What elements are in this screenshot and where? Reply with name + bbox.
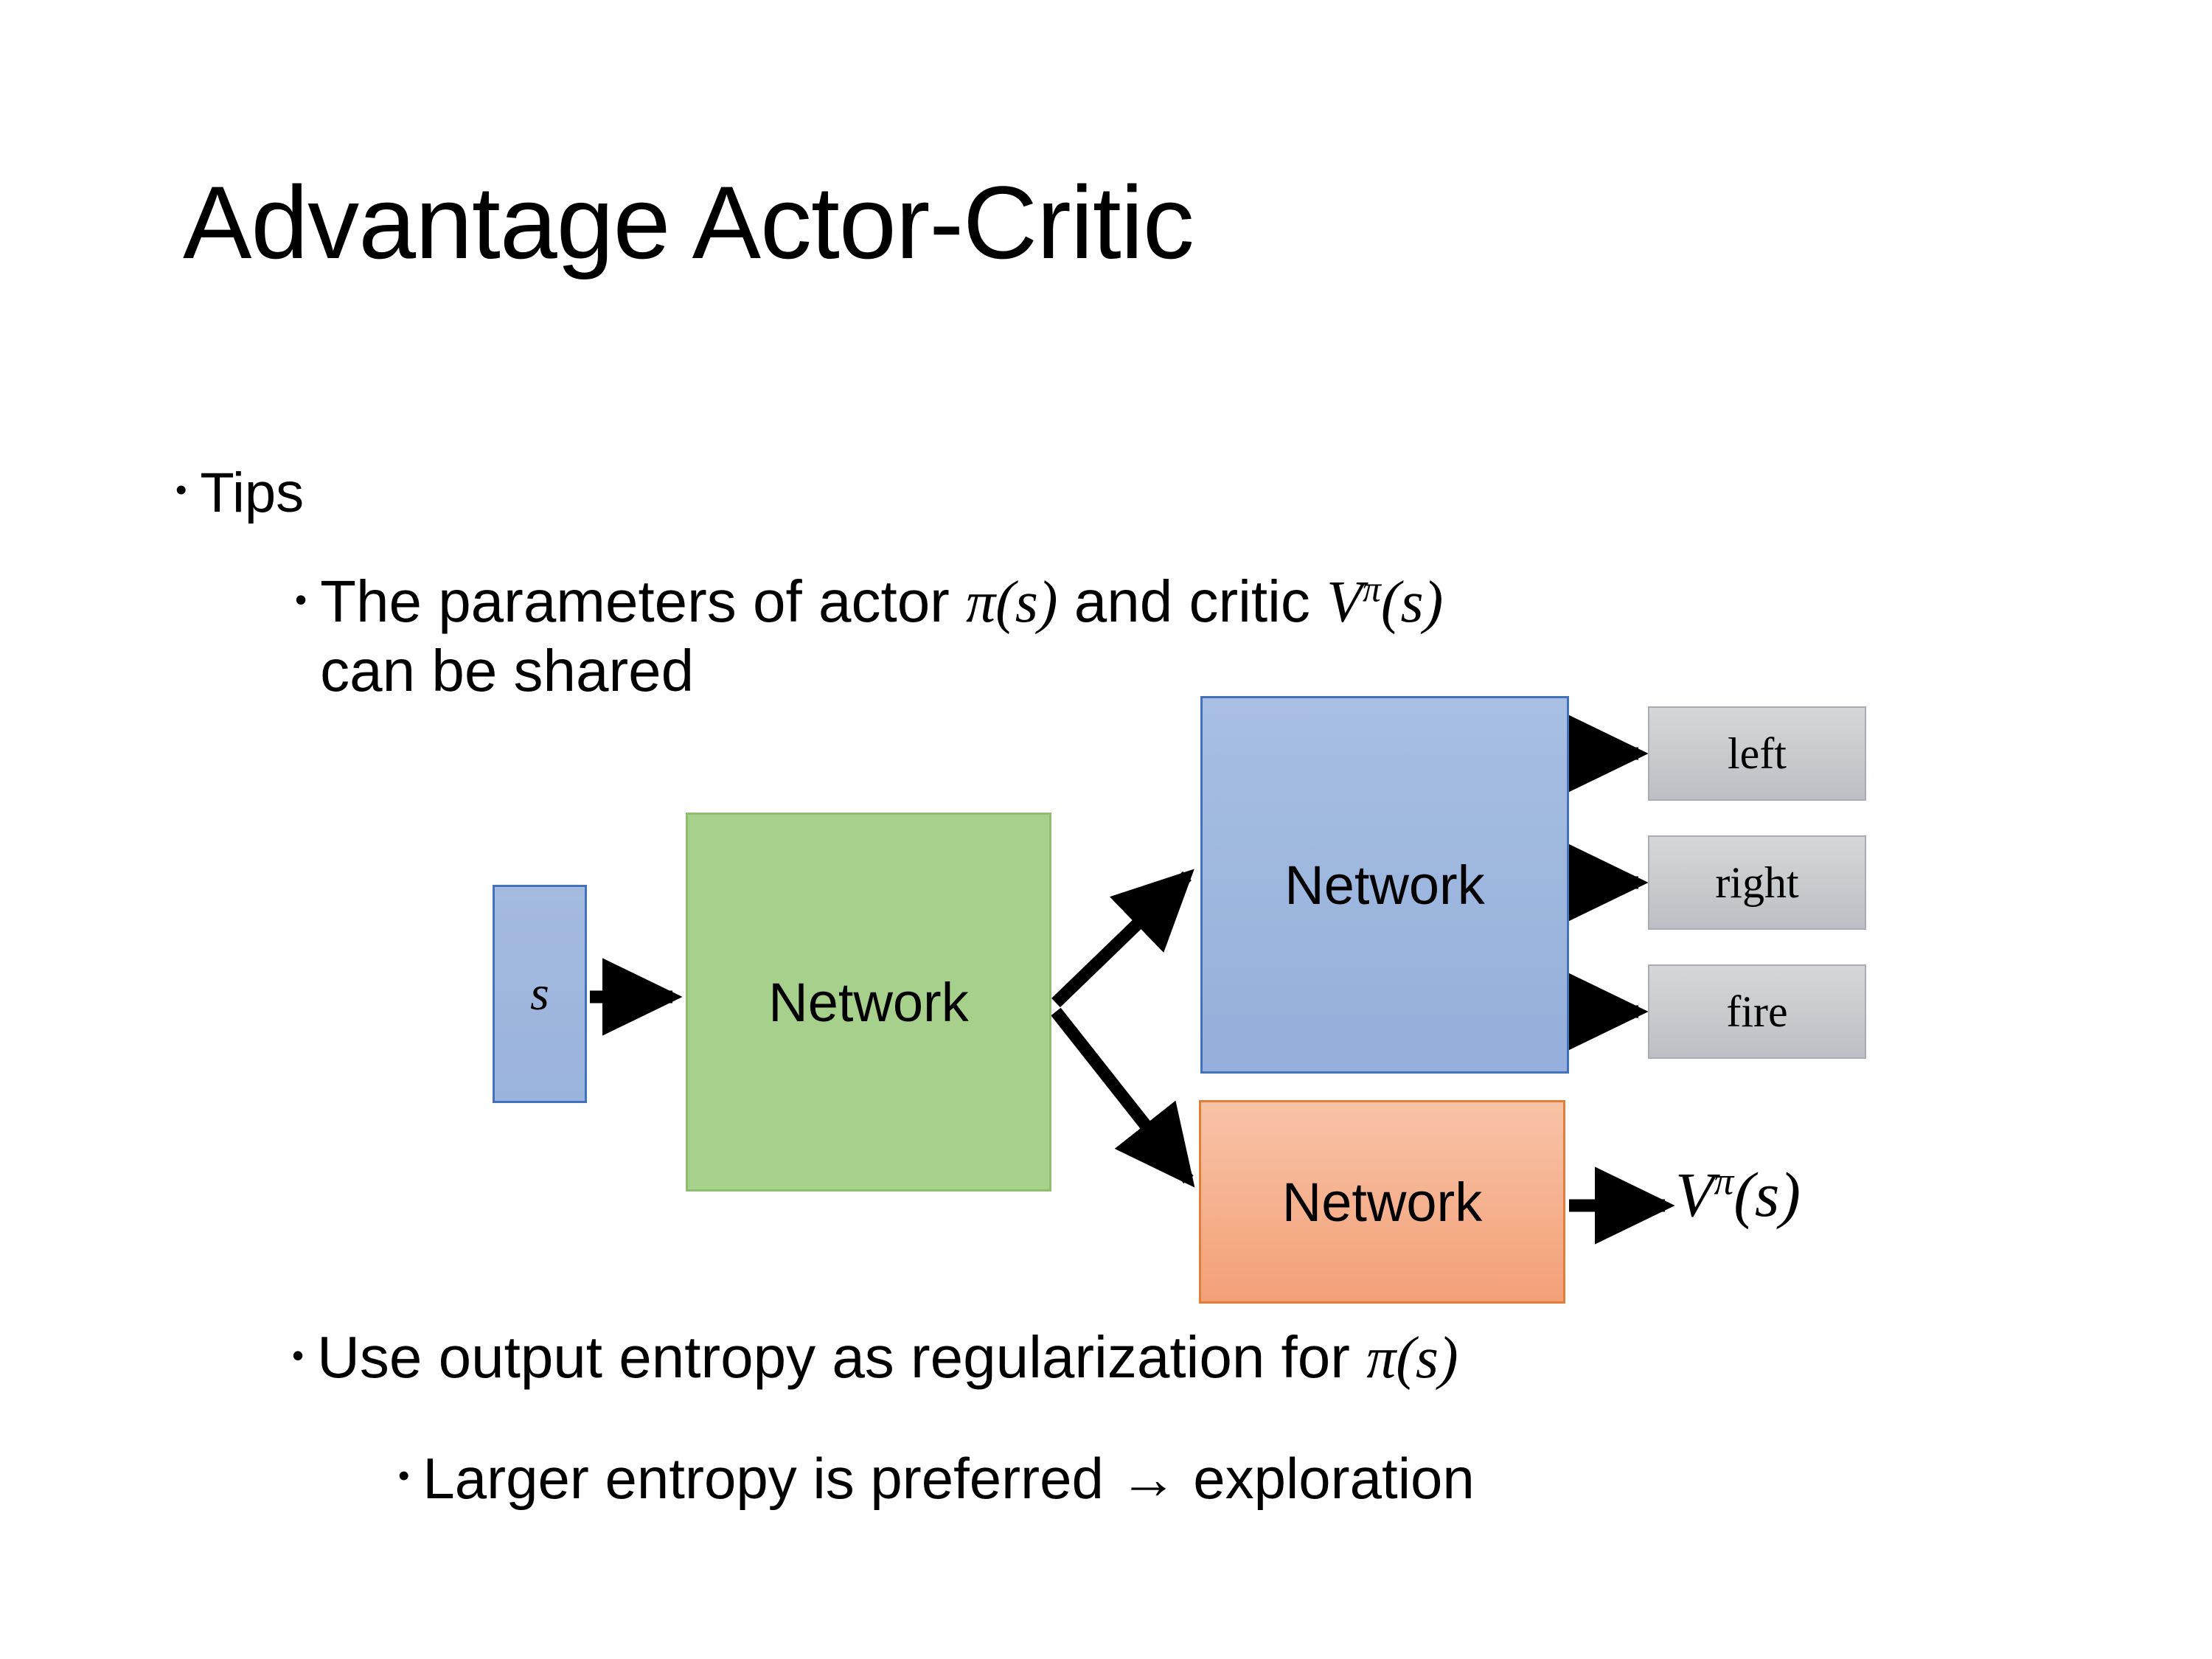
math-entropy-s: s bbox=[1415, 1326, 1439, 1391]
math-entropy-close: ) bbox=[1438, 1326, 1458, 1391]
math-critic-open: ( bbox=[1380, 570, 1401, 635]
arrow-shared-to-critic bbox=[1051, 1007, 1195, 1188]
params-text-1: The parameters of actor bbox=[320, 568, 967, 634]
bullet-tips-label: Tips bbox=[200, 462, 305, 524]
critic-output-close: ) bbox=[1779, 1159, 1801, 1230]
math-actor-pi: π bbox=[966, 570, 996, 635]
state-input-label: s bbox=[530, 967, 549, 1020]
action-box-right[interactable]: right bbox=[1648, 835, 1866, 930]
bullet-exploration: • Larger entropy is preferred → explorat… bbox=[398, 1445, 2131, 1512]
actor-network-label: Network bbox=[1284, 854, 1485, 916]
math-critic-V: V bbox=[1326, 570, 1363, 635]
critic-output-V: V bbox=[1675, 1159, 1714, 1230]
shared-network-box[interactable]: Network bbox=[686, 813, 1051, 1192]
math-critic-superscript-pi: π bbox=[1363, 568, 1381, 610]
math-actor-close: ) bbox=[1037, 570, 1058, 635]
bullet-exploration-label: Larger entropy is preferred → exploratio… bbox=[422, 1446, 1475, 1511]
entropy-text: Use output entropy as regularization for bbox=[317, 1324, 1367, 1390]
bullet-shared-parameters: • The parameters of actor π(s) and criti… bbox=[295, 568, 2183, 706]
critic-network-box[interactable]: Network bbox=[1199, 1100, 1565, 1304]
critic-network-label: Network bbox=[1281, 1171, 1483, 1233]
arrow-shared-to-actor bbox=[1051, 869, 1194, 1008]
params-text-2: and critic bbox=[1057, 568, 1327, 634]
math-entropy-pi: π bbox=[1366, 1326, 1397, 1391]
critic-output-s: s bbox=[1754, 1159, 1780, 1230]
critic-output-superscript-pi: π bbox=[1714, 1158, 1734, 1203]
math-critic-close: ) bbox=[1423, 570, 1444, 635]
shared-network-label: Network bbox=[768, 971, 969, 1033]
params-text-line2: can be shared bbox=[320, 637, 695, 703]
critic-value-output: Vπ(s) bbox=[1675, 1158, 1801, 1231]
bullet-shared-parameters-label: The parameters of actor π(s) and critic … bbox=[320, 568, 2183, 706]
state-input-box[interactable]: s bbox=[493, 885, 587, 1103]
action-box-fire[interactable]: fire bbox=[1648, 964, 1866, 1059]
action-label-fire: fire bbox=[1726, 987, 1788, 1036]
math-entropy-open: ( bbox=[1396, 1326, 1416, 1391]
bullet-marker-icon: • bbox=[175, 472, 187, 508]
actor-network-box[interactable]: Network bbox=[1200, 696, 1569, 1074]
action-label-left: left bbox=[1728, 728, 1787, 778]
page-title: Advantage Actor-Critic bbox=[183, 164, 1194, 280]
math-critic-s: s bbox=[1400, 570, 1424, 635]
bullet-marker-icon: • bbox=[295, 580, 307, 619]
bullet-marker-icon: • bbox=[292, 1336, 305, 1374]
bullet-entropy-regularization: • Use output entropy as regularization f… bbox=[292, 1324, 2135, 1392]
math-actor-s: s bbox=[1015, 570, 1038, 635]
bullet-entropy-label: Use output entropy as regularization for… bbox=[317, 1324, 2135, 1392]
bullet-marker-icon: • bbox=[398, 1458, 410, 1494]
action-label-right: right bbox=[1715, 858, 1799, 907]
math-actor-open: ( bbox=[995, 570, 1015, 635]
critic-output-open: ( bbox=[1733, 1159, 1755, 1230]
action-box-left[interactable]: left bbox=[1648, 706, 1866, 801]
bullet-tips: • Tips bbox=[175, 461, 304, 525]
